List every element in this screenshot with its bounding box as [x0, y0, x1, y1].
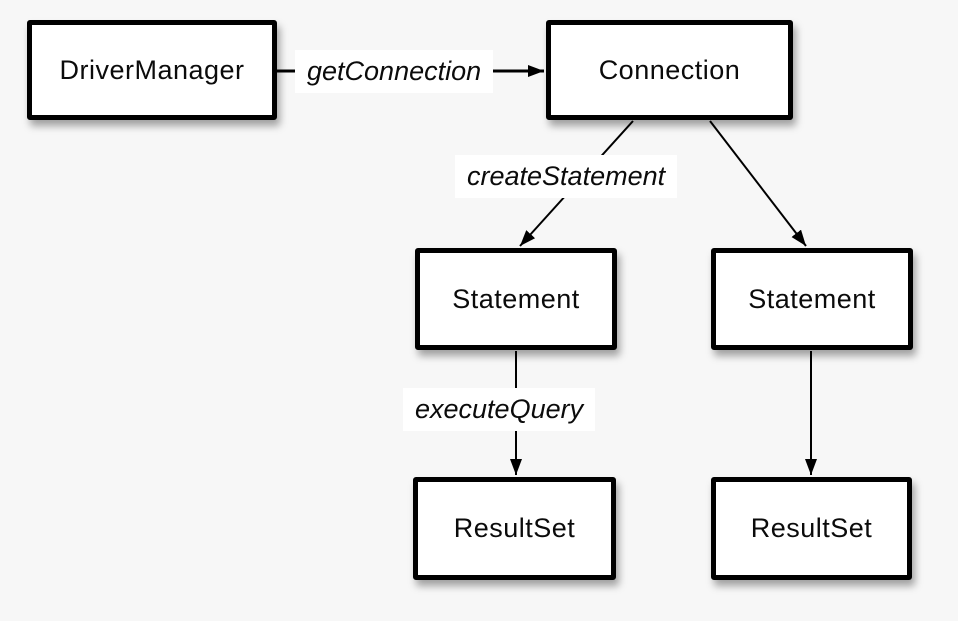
node-statement-left: Statement — [415, 248, 617, 350]
node-resultset-left: ResultSet — [413, 477, 616, 580]
node-statement-right-label: Statement — [748, 283, 876, 314]
node-drivermanager: DriverManager — [27, 20, 277, 120]
edge-connection-to-statement-right-line — [709, 120, 807, 247]
node-connection-label: Connection — [598, 54, 741, 85]
node-connection: Connection — [546, 20, 793, 120]
edge-label-getconnection: getConnection — [295, 50, 494, 93]
node-resultset-right: ResultSet — [711, 477, 912, 580]
node-statement-left-label: Statement — [452, 283, 580, 314]
edge-label-createstatement: createStatement — [455, 155, 678, 198]
node-statement-right: Statement — [711, 248, 913, 350]
node-drivermanager-label: DriverManager — [59, 54, 245, 85]
node-resultset-left-label: ResultSet — [453, 513, 576, 543]
node-resultset-right-label: ResultSet — [750, 513, 873, 543]
edge-label-executequery: executeQuery — [403, 388, 596, 431]
